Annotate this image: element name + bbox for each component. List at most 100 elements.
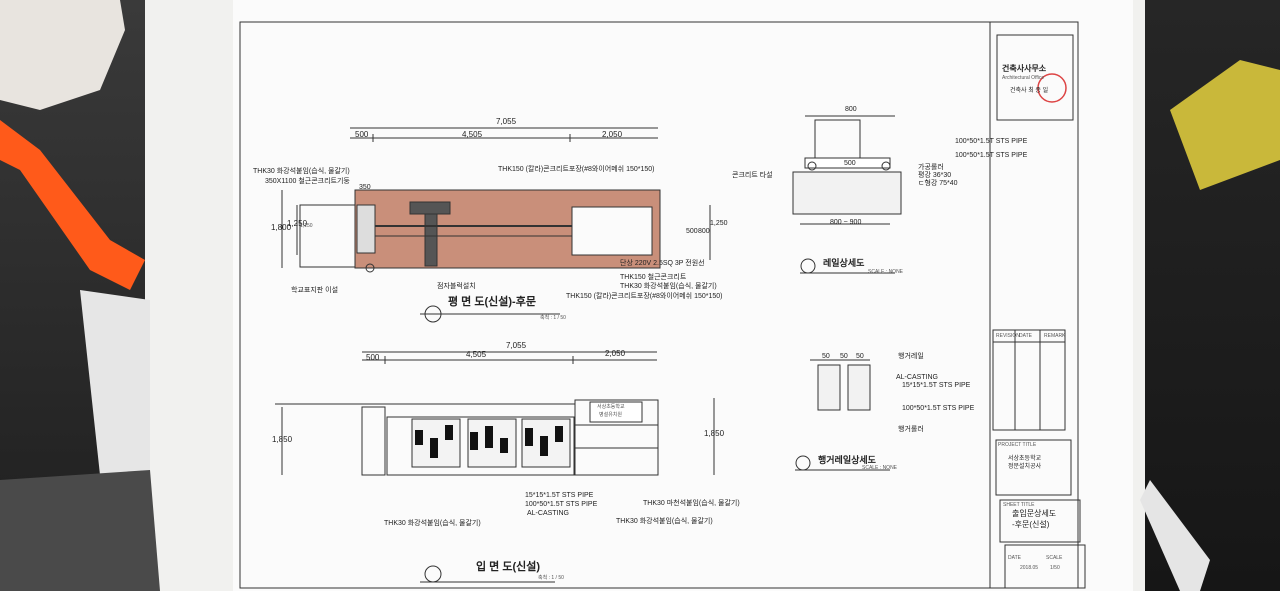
plan-dim-r1: 500 <box>686 228 698 235</box>
plan-dim-350: 350 <box>359 184 371 191</box>
plan-dim-total: 7,055 <box>496 117 517 126</box>
plan-label-paving-bottom: THK150 (칼라)콘크리트포장(#8와이어메쉬 150*150) <box>566 293 723 300</box>
plan-braille-block <box>409 201 451 215</box>
hanger-label-roller: 행거롤러 <box>898 426 924 433</box>
plan-label-stone-rear: THK30 화강석붙임(습식, 물갈기) <box>620 283 717 290</box>
tb-sheet-label: SHEET TITLE <box>1003 502 1035 508</box>
plan-dim-h-small: 1,150 <box>300 223 313 229</box>
white-bottle <box>80 290 150 475</box>
orange-strap <box>0 120 145 290</box>
rail-detail-marker <box>800 258 816 274</box>
rail-dim-800: 800 <box>845 106 857 113</box>
plan-gate-pocket <box>571 206 653 256</box>
plan-dim-left: 500 <box>355 130 369 139</box>
elev-scale: 축척 : 1 / 50 <box>538 575 564 581</box>
elev-dim-right: 2,050 <box>605 349 626 358</box>
hanger-label-rail: 행거레일 <box>898 353 924 360</box>
elev-label-pipe-small: 15*15*1.5T STS PIPE <box>525 492 594 499</box>
rail-detail-scale: SCALE : NONE <box>868 269 904 275</box>
hanger-detail-marker <box>795 455 811 471</box>
rail-label-roller: 가공롤러 <box>918 164 944 171</box>
rail-label-finish: 콘크리트 타설 <box>732 172 773 179</box>
tb-scale-label: SCALE <box>1046 555 1063 561</box>
elev-gate-pattern <box>415 425 563 458</box>
hanger-label-casting: AL-CASTING <box>896 374 939 381</box>
tb-revision-table <box>992 329 1066 431</box>
tb-meta-box <box>1004 544 1086 589</box>
tb-drawing-2: -후문(신설) <box>1012 520 1050 529</box>
tb-architect: 건축사 최 종 일 <box>1010 88 1049 94</box>
elev-label-casting: AL-CASTING <box>527 510 570 517</box>
hanger-detail-title: 행거레일상세도 <box>818 455 876 465</box>
hanger-detail-scale: SCALE : NONE <box>862 465 898 471</box>
hanger-detail-right <box>847 364 871 411</box>
elev-title: 입 면 도(신설) <box>476 561 541 573</box>
elev-dim-total: 7,055 <box>506 341 527 350</box>
elev-label-marble: THK30 마천석붙임(습식, 물갈기) <box>643 500 740 507</box>
tb-rev-h1: REVISION <box>996 333 1020 339</box>
tb-logo-box <box>996 34 1074 121</box>
elev-title-marker <box>424 565 442 583</box>
elev-column-left <box>361 406 386 476</box>
rail-label-angle: ㄷ형강 75*40 <box>918 180 958 187</box>
rail-dim-500: 500 <box>844 160 856 167</box>
elev-dim-mid: 4,505 <box>466 350 487 359</box>
tb-project-1: 서상초등학교 <box>1008 456 1042 462</box>
rail-label-pipe1: 100*50*1.5T STS PIPE <box>955 138 1028 145</box>
tb-project-box <box>995 439 1072 496</box>
hanger-label-pipe-big: 100*50*1.5T STS PIPE <box>902 405 975 412</box>
rail-detail-foundation <box>792 171 902 215</box>
tb-date: 2018.05 <box>1020 565 1039 571</box>
plan-dim-h-inner: 1,250 <box>287 219 308 228</box>
tb-drawing-1: 출입문상세도 <box>1012 509 1057 518</box>
car-seat <box>0 470 160 591</box>
hanger-label-pipe-small: 15*15*1.5T STS PIPE <box>902 382 971 389</box>
elev-dim-h-left: 1,850 <box>272 435 293 444</box>
elev-dim-h-right: 1,850 <box>704 429 725 438</box>
plan-label-column: 350X1100 철근콘크리트기둥 <box>265 178 350 185</box>
architect-seal <box>1037 73 1067 103</box>
plan-label-stone: THK30 화강석붙임(습식, 물갈기) <box>253 168 350 175</box>
rail-dim-range: 800 ~ 900 <box>830 219 862 226</box>
elev-label-pipe-big: 100*50*1.5T STS PIPE <box>525 501 598 508</box>
tb-office-en: Architectural Office <box>1002 75 1045 81</box>
plan-dim-h-total: 1,800 <box>271 223 292 232</box>
tb-date-label: DATE <box>1008 555 1021 561</box>
plan-label-concrete: THK150 철근콘크리트 <box>620 274 687 281</box>
hanger-detail-left <box>817 364 841 411</box>
white-cable <box>1140 480 1210 591</box>
elev-school-sign <box>589 401 643 423</box>
drawing-sheet <box>233 0 1133 591</box>
rail-label-rail: 평강 36*30 <box>918 172 952 179</box>
tb-scale: 1/50 <box>1050 565 1060 571</box>
tb-sheet-title-box <box>999 499 1081 543</box>
elev-sign-line-1: 서상초등학교 <box>597 404 625 410</box>
hanger-dim-50b: 50 <box>840 353 848 360</box>
elev-dim-left: 500 <box>366 353 380 362</box>
tb-project-2: 정문설치공사 <box>1008 464 1042 470</box>
tb-project-label: PROJECT TITLE <box>998 442 1037 448</box>
plan-sign-box <box>299 204 356 268</box>
sheet-frame <box>239 21 1079 589</box>
rail-detail-title: 레일상세도 <box>823 258 865 268</box>
elev-label-stone-bottom: THK30 화강석붙임(습식, 물갈기) <box>616 518 713 525</box>
tb-office: 건축사사무소 <box>1002 64 1047 73</box>
plan-scale: 축척 : 1 / 50 <box>540 315 566 321</box>
tb-rev-h2: DATE <box>1019 333 1032 339</box>
plan-column-left <box>356 204 376 254</box>
tb-rev-h3: REMARK <box>1044 333 1066 339</box>
elev-label-stone-left: THK30 화강석붙임(습식, 물갈기) <box>384 520 481 527</box>
plan-label-power: 단상 220V 2.5SQ 3P 전원선 <box>620 260 705 267</box>
rail-detail-post <box>814 119 861 161</box>
elev-sign-line-2: 병설유치원 <box>599 412 623 418</box>
plan-label-braille: 점자블럭설치 <box>437 283 476 290</box>
yellow-tape <box>1170 60 1280 190</box>
plan-dim-r2: 800 <box>698 228 710 235</box>
glove <box>0 0 125 110</box>
plan-title: 평 면 도(신설)-후문 <box>448 296 536 308</box>
hanger-dim-50a: 50 <box>822 353 830 360</box>
plan-dim-right: 2,050 <box>602 130 623 139</box>
